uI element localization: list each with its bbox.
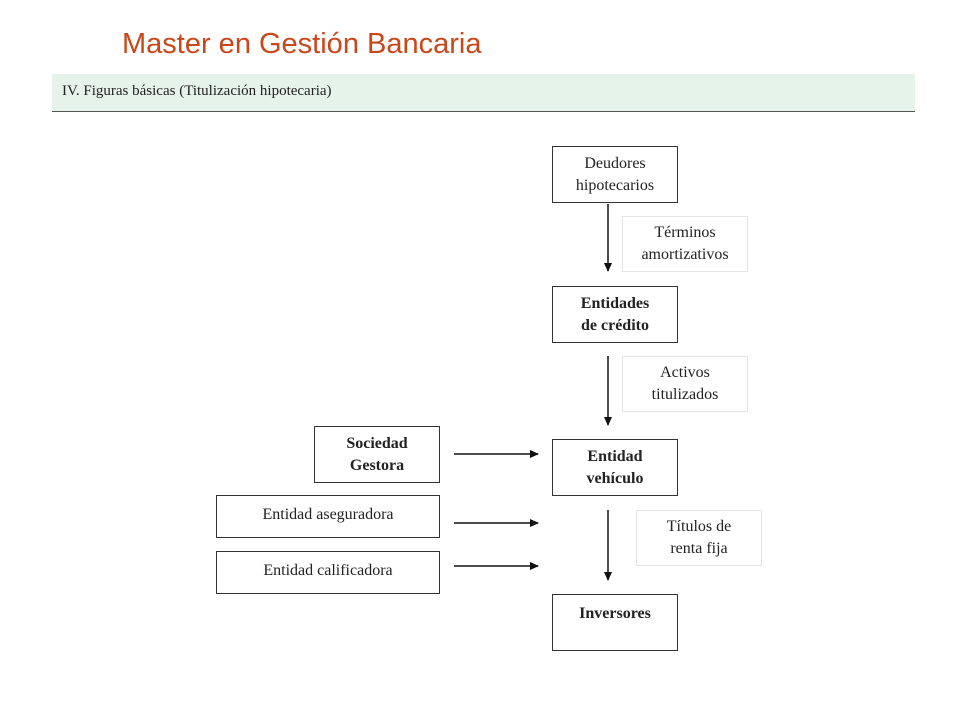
node-deudores-hipotecarios: Deudores hipotecarios — [552, 146, 678, 203]
node-deudores-label: Deudores hipotecarios — [575, 154, 655, 194]
node-entidad-aseguradora-label: Entidad aseguradora — [262, 506, 394, 523]
edge-label-activos-text: Activos titulizados — [651, 364, 719, 403]
node-entidad-vehiculo-label: Entidad vehículo — [586, 447, 644, 487]
node-entidades-credito-label: Entidades de crédito — [580, 294, 650, 334]
node-entidad-calificadora: Entidad calificadora — [216, 551, 440, 594]
node-sociedad-gestora-label: Sociedad Gestora — [346, 434, 408, 474]
node-inversores-label: Inversores — [579, 605, 651, 622]
edge-label-titulos: Títulos de renta fija — [636, 510, 762, 566]
edge-label-terminos-text: Términos amortizativos — [641, 224, 729, 263]
edge-label-terminos: Términos amortizativos — [622, 216, 748, 272]
edge-label-titulos-text: Títulos de renta fija — [666, 518, 732, 557]
section-subtitle: IV. Figuras básicas (Titulización hipote… — [62, 83, 332, 99]
section-bar: IV. Figuras básicas (Titulización hipote… — [52, 74, 915, 112]
node-entidad-calificadora-label: Entidad calificadora — [263, 562, 393, 579]
node-entidad-vehiculo: Entidad vehículo — [552, 439, 678, 496]
node-entidades-credito: Entidades de crédito — [552, 286, 678, 343]
node-entidad-aseguradora: Entidad aseguradora — [216, 495, 440, 538]
node-inversores: Inversores — [552, 594, 678, 651]
node-sociedad-gestora: Sociedad Gestora — [314, 426, 440, 483]
edge-label-activos: Activos titulizados — [622, 356, 748, 412]
page-title: Master en Gestión Bancaria — [122, 28, 482, 60]
